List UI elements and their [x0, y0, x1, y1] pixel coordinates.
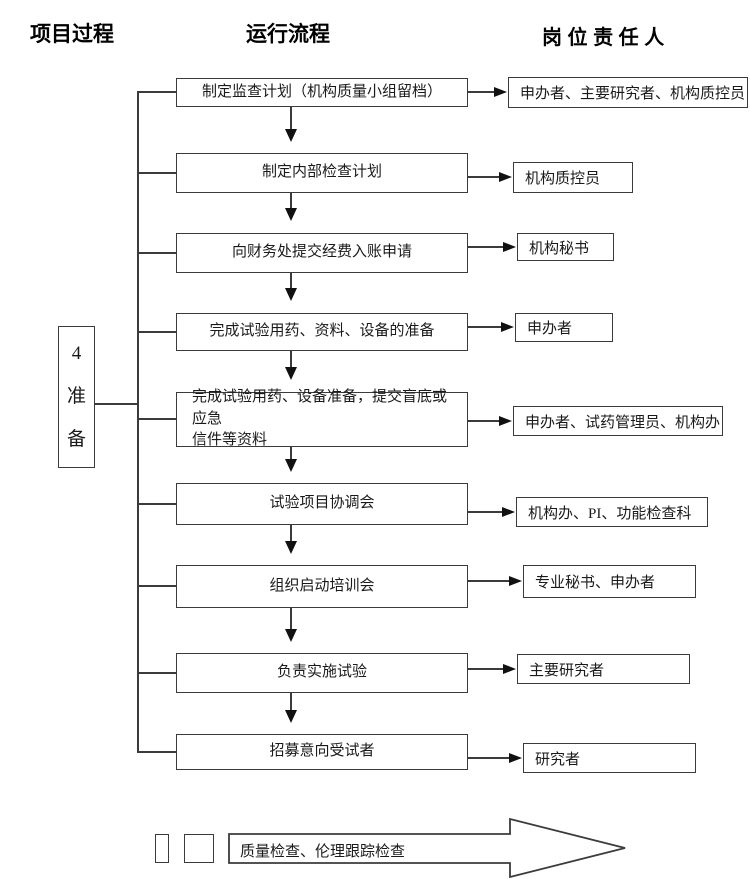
down-arrow-icon	[285, 367, 297, 380]
right-arrow-icon	[499, 172, 512, 182]
right-arrow-icon	[503, 664, 516, 674]
right-arrow-icon	[509, 576, 522, 586]
process-label: 制定监查计划（机构质量小组留档）	[201, 83, 442, 100]
right-arrow-icon	[503, 242, 516, 252]
process-label: 向财务处提交经费入账申请	[231, 244, 412, 261]
process-box-5: 完成试验用药、设备准备，提交盲底或应急 信件等资料	[176, 389, 468, 448]
down-arrow-icon	[285, 208, 297, 221]
responsible-label: 申办者、试药管理员、机构办	[525, 414, 721, 431]
process-label: 负责实施试验	[276, 664, 367, 681]
assign-arrow-stem	[468, 668, 503, 670]
branch-line-3	[137, 252, 176, 254]
process-label: 组织启动培训会	[269, 577, 375, 594]
right-arrow-icon	[502, 507, 515, 517]
responsible-box-6: 机构办、PI、功能检查科	[516, 497, 708, 527]
banner-arrow-shape	[228, 815, 630, 879]
right-arrow-icon	[509, 753, 522, 763]
column-header-responsible: 岗 位 责 任 人	[542, 27, 665, 49]
process-label-line2: 信件等资料	[192, 432, 268, 449]
process-box-9: 招募意向受试者	[176, 734, 468, 770]
assign-arrow-stem	[468, 580, 509, 582]
assign-arrow-stem	[468, 91, 494, 93]
process-box-8: 负责实施试验	[176, 653, 468, 693]
responsible-label: 机构秘书	[529, 240, 590, 257]
banner-arrow-polygon	[228, 817, 626, 879]
down-arrow-icon	[285, 541, 297, 554]
process-box-2: 制定内部检查计划	[176, 153, 468, 193]
right-arrow-icon	[501, 322, 514, 332]
down-arrow-icon	[285, 710, 297, 723]
process-label: 招募意向受试者	[269, 743, 375, 760]
legend-rect-large	[184, 834, 214, 863]
right-arrow-icon	[494, 87, 507, 97]
process-box-3: 向财务处提交经费入账申请	[176, 233, 468, 273]
down-arrow-stem	[290, 693, 292, 711]
down-arrow-icon	[285, 288, 297, 301]
process-box-1: 制定监查计划（机构质量小组留档）	[176, 78, 468, 107]
responsible-box-1: 申办者、主要研究者、机构质控员	[508, 77, 748, 108]
process-label: 制定内部检查计划	[261, 164, 382, 181]
down-arrow-stem	[290, 608, 292, 630]
branch-line-2	[137, 172, 176, 174]
responsible-box-2: 机构质控员	[513, 162, 633, 193]
right-arrow-icon	[499, 416, 512, 426]
branch-line-9	[137, 751, 176, 753]
branch-line-1	[137, 91, 176, 93]
flow-spine-line	[137, 91, 139, 753]
down-arrow-icon	[285, 129, 297, 142]
assign-arrow-stem	[468, 176, 499, 178]
responsible-box-9: 研究者	[523, 743, 696, 773]
branch-line-8	[137, 672, 176, 674]
process-label: 试验项目协调会	[269, 495, 375, 512]
process-box-7: 组织启动培训会	[176, 565, 468, 608]
banner-label: 质量检查、伦理跟踪检查	[240, 844, 406, 860]
down-arrow-stem	[290, 351, 292, 368]
assign-arrow-stem	[468, 326, 501, 328]
down-arrow-stem	[290, 525, 292, 542]
assign-arrow-stem	[468, 757, 509, 759]
process-label-line1: 完成试验用药、设备准备，提交盲底或应急	[192, 388, 448, 427]
down-arrow-stem	[290, 107, 292, 130]
stage-char: 准	[66, 386, 86, 407]
responsible-label: 机构质控员	[525, 171, 601, 187]
assign-arrow-stem	[468, 511, 502, 513]
assign-arrow-stem	[468, 246, 503, 248]
down-arrow-stem	[290, 273, 292, 289]
responsible-label: 申办者、主要研究者、机构质控员	[520, 86, 746, 102]
down-arrow-icon	[285, 459, 297, 472]
responsible-label: 机构办、PI、功能检查科	[528, 505, 692, 522]
stage-number: 4	[71, 343, 82, 364]
stage-char: 备	[66, 429, 86, 450]
process-box-6: 试验项目协调会	[176, 483, 468, 525]
responsible-box-3: 机构秘书	[517, 233, 614, 261]
column-header-flow: 运行流程	[246, 23, 330, 46]
branch-line-4	[137, 331, 176, 333]
responsible-label: 专业秘书、申办者	[535, 575, 656, 591]
stage-box-preparation: 4 准 备	[58, 326, 95, 468]
down-arrow-icon	[285, 629, 297, 642]
responsible-label: 申办者	[527, 321, 573, 337]
down-arrow-stem	[290, 447, 292, 460]
responsible-box-8: 主要研究者	[517, 654, 690, 684]
column-header-process: 项目过程	[30, 23, 114, 46]
process-label: 完成试验用药、资料、设备的准备	[209, 323, 435, 340]
process-box-4: 完成试验用药、资料、设备的准备	[176, 313, 468, 351]
branch-line-6	[137, 503, 176, 505]
responsible-box-5: 申办者、试药管理员、机构办	[513, 406, 723, 436]
stage-connector-line	[95, 403, 137, 405]
assign-arrow-stem	[468, 420, 499, 422]
branch-line-7	[137, 585, 176, 587]
responsible-label: 研究者	[535, 751, 581, 768]
legend-rect-small	[155, 834, 169, 863]
responsible-box-4: 申办者	[515, 313, 613, 342]
down-arrow-stem	[290, 193, 292, 209]
branch-line-5	[137, 418, 176, 420]
responsible-label: 主要研究者	[529, 662, 605, 679]
responsible-box-7: 专业秘书、申办者	[523, 565, 696, 598]
